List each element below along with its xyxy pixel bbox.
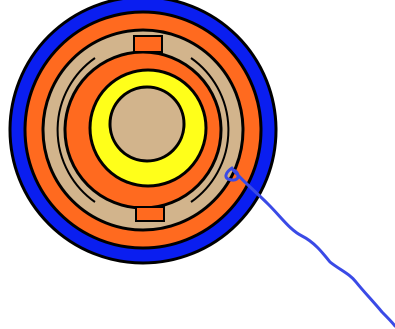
- spacer-tab-bottom: [136, 207, 164, 221]
- core-tan: [110, 87, 184, 161]
- spacer-tab-top: [134, 36, 162, 52]
